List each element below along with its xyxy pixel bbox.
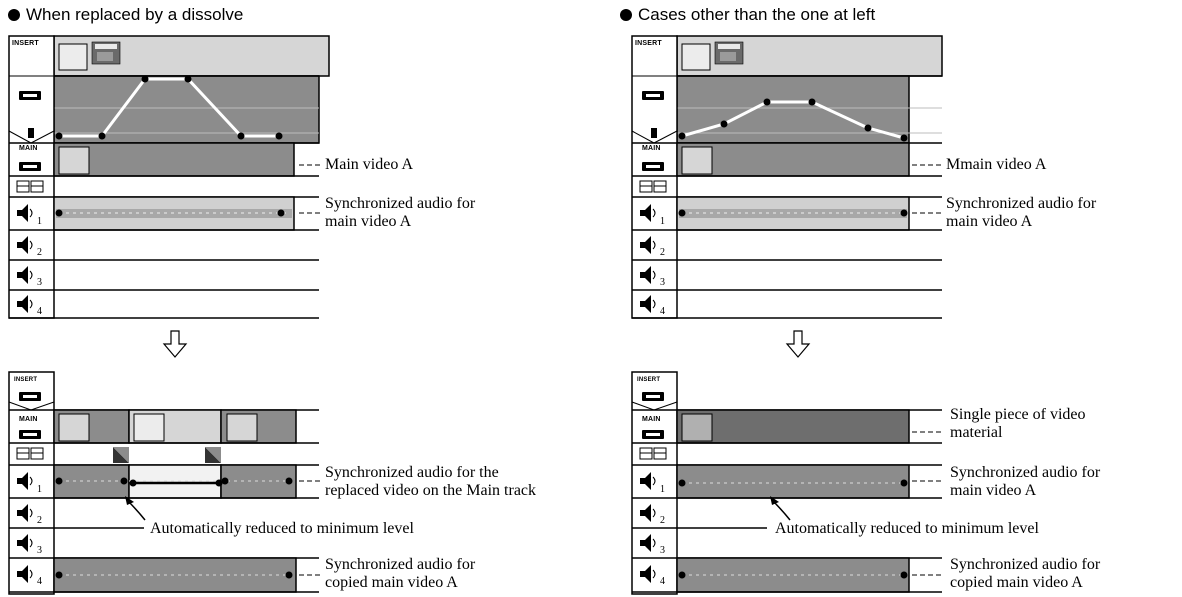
right-bottom-timeline: INSERT MAIN 1 2 3 4 xyxy=(631,371,944,595)
note-sync-audio-line1: Synchronized audio for xyxy=(950,464,1101,481)
audio-track-number: 1 xyxy=(37,216,42,227)
right-top-timeline-graphic xyxy=(631,35,944,319)
right-top-timeline: INSERT MAIN 1 2 3 4 xyxy=(631,35,944,319)
note-main-video: Main video A xyxy=(325,156,413,173)
note-sync-replaced-line2: replaced video on the Main track xyxy=(325,482,537,499)
left-top-timeline-graphic xyxy=(8,35,330,319)
insert-track-label: INSERT xyxy=(14,377,38,383)
audio-track-number: 3 xyxy=(37,277,42,288)
audio-track-number: 4 xyxy=(37,576,42,587)
audio-track-number: 2 xyxy=(660,515,665,526)
note-sync-audio-line1: Synchronized audio for xyxy=(946,195,1097,212)
bullet-icon xyxy=(620,9,632,21)
bullet-icon xyxy=(8,9,20,21)
audio-track-number: 3 xyxy=(660,277,665,288)
note-sync-audio-line1: Synchronized audio for xyxy=(325,195,476,212)
insert-track-label: INSERT xyxy=(637,377,661,383)
note-sync-copied-line2: copied main video A xyxy=(325,574,458,591)
note-sync-copied-line2: copied main video A xyxy=(950,574,1083,591)
note-reduced-level: Automatically reduced to minimum level xyxy=(150,520,414,537)
insert-track-label: INSERT xyxy=(635,40,662,47)
audio-track-number: 1 xyxy=(37,484,42,495)
left-top-timeline: INSERT MAIN 1 2 3 4 xyxy=(8,35,330,319)
left-bottom-timeline: INSERT MAIN 1 2 3 4 xyxy=(8,371,321,595)
audio-track-number: 4 xyxy=(37,306,42,317)
note-single-piece-line2: material xyxy=(950,424,1003,441)
right-heading: Cases other than the one at left xyxy=(620,5,875,25)
insert-track-label: INSERT xyxy=(12,40,39,47)
note-sync-audio-line2: main video A xyxy=(950,482,1037,499)
left-bottom-timeline-graphic xyxy=(8,371,321,595)
main-track-label: MAIN xyxy=(19,145,38,152)
note-sync-audio-line2: main video A xyxy=(946,213,1033,230)
hollow-down-arrow-icon xyxy=(785,330,811,358)
audio-track-number: 2 xyxy=(660,247,665,258)
note-main-video: Mmain video A xyxy=(946,156,1047,173)
audio-track-number: 4 xyxy=(660,306,665,317)
audio-track-number: 2 xyxy=(37,515,42,526)
main-track-label: MAIN xyxy=(19,416,38,423)
hollow-down-arrow-icon xyxy=(162,330,188,358)
right-bottom-timeline-graphic xyxy=(631,371,944,595)
audio-track-number: 1 xyxy=(660,484,665,495)
main-track-label: MAIN xyxy=(642,416,661,423)
note-sync-copied-line1: Synchronized audio for xyxy=(325,556,476,573)
main-track-label: MAIN xyxy=(642,145,661,152)
audio-track-number: 2 xyxy=(37,247,42,258)
audio-track-number: 4 xyxy=(660,576,665,587)
note-reduced-level: Automatically reduced to minimum level xyxy=(775,520,1039,537)
audio-track-number: 3 xyxy=(37,545,42,556)
note-sync-copied-line1: Synchronized audio for xyxy=(950,556,1101,573)
note-sync-audio-line2: main video A xyxy=(325,213,412,230)
audio-track-number: 3 xyxy=(660,545,665,556)
note-sync-replaced-line1: Synchronized audio for the xyxy=(325,464,499,481)
audio-track-number: 1 xyxy=(660,216,665,227)
note-single-piece-line1: Single piece of video xyxy=(950,406,1086,423)
left-heading: When replaced by a dissolve xyxy=(8,5,243,25)
